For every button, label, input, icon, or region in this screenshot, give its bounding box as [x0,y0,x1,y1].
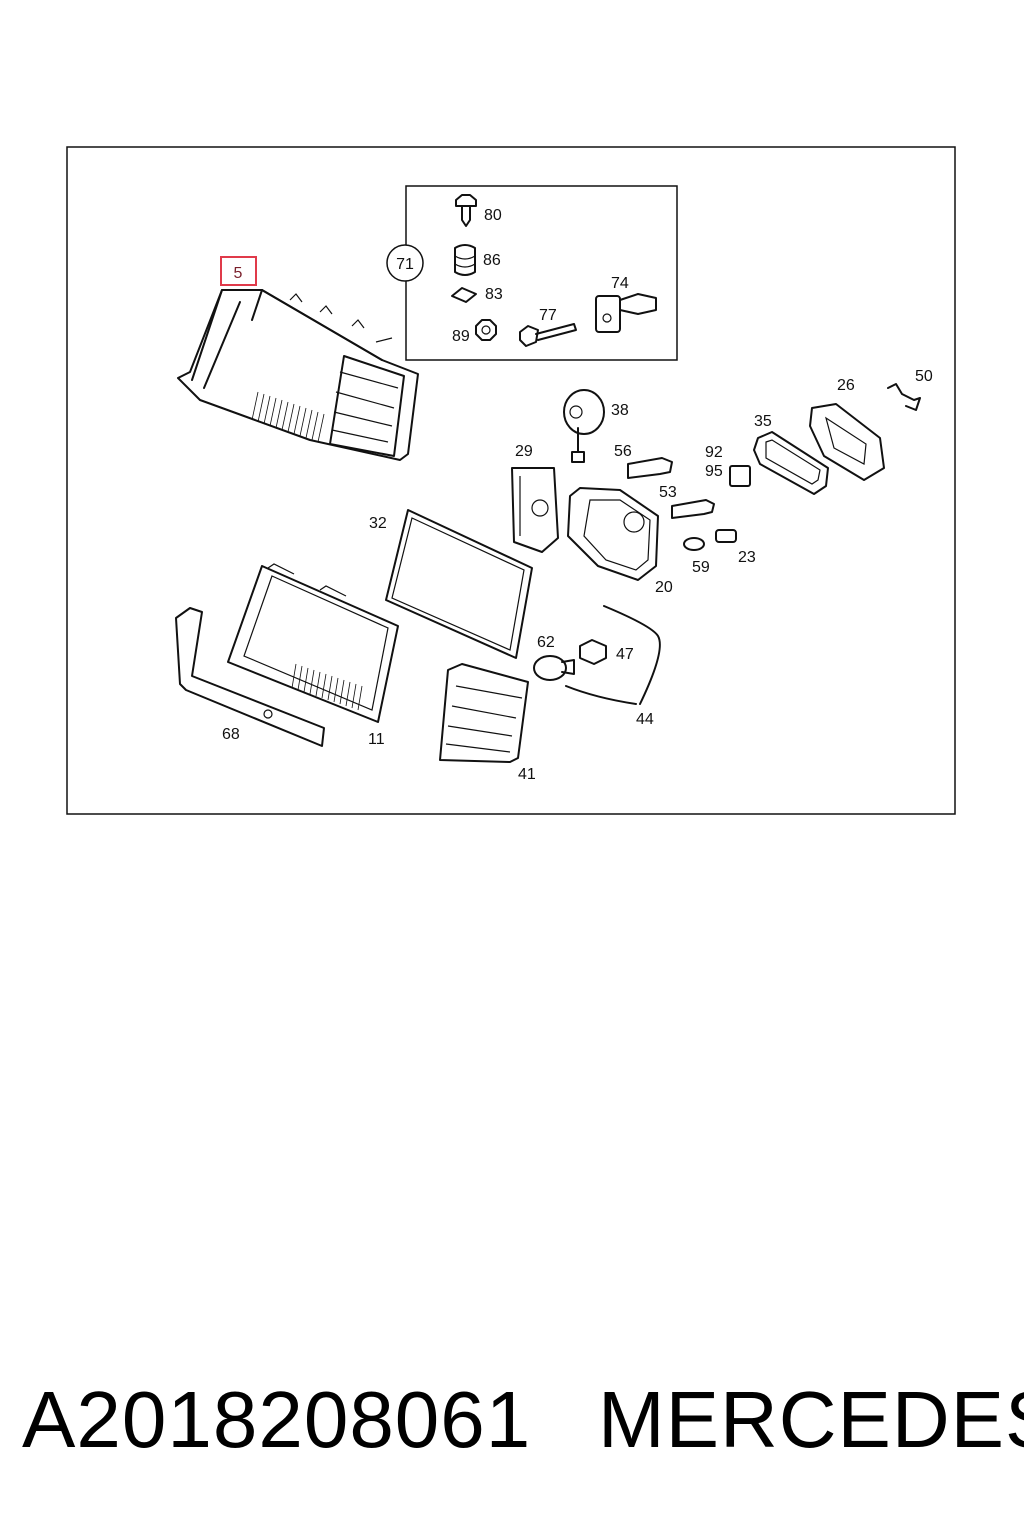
callout-29[interactable]: 29 [515,443,533,460]
callout-62[interactable]: 62 [537,634,555,651]
callout-59[interactable]: 59 [692,559,710,576]
exploded-parts-diagram: 71 [66,146,956,815]
callout-35[interactable]: 35 [754,413,772,430]
bracket-74-drawing [595,293,657,333]
callout-77[interactable]: 77 [539,307,557,324]
product-footer: A2018208061 MERCEDES [0,1370,1024,1470]
bulb-59-drawing [683,537,705,551]
callout-11[interactable]: 11 [368,731,385,748]
signal-lens-41-drawing [439,663,529,763]
screw-80-drawing [455,194,477,227]
fog-light-26-drawing [809,403,885,481]
frame-32-drawing [385,509,533,659]
callout-53[interactable]: 53 [659,484,677,501]
callout-80[interactable]: 80 [484,207,502,224]
lens-11-drawing [227,563,399,723]
bulb-23-drawing [715,529,737,543]
bolt-77-drawing [519,323,577,347]
socket-47-drawing [579,639,607,665]
callout-26[interactable]: 26 [837,377,855,394]
callout-89[interactable]: 89 [452,328,470,345]
callout-86[interactable]: 86 [483,252,501,269]
brand-name: MERCEDES [598,1375,1024,1464]
headlamp-assembly-5-drawing [177,289,419,461]
bulb-62-drawing [533,655,575,681]
bulb-38-drawing [563,389,605,463]
nut-86-drawing [454,244,476,276]
callout-83[interactable]: 83 [485,286,503,303]
bulb-53-drawing [671,499,715,519]
callout-50[interactable]: 50 [915,368,933,385]
callout-74[interactable]: 74 [611,275,629,292]
part-number: A2018208061 [22,1375,532,1464]
connector-92-95-drawing [729,465,751,487]
gasket-35-drawing [753,431,829,495]
callout-56[interactable]: 56 [614,443,632,460]
callout-47[interactable]: 47 [616,646,634,663]
callout-32[interactable]: 32 [369,515,387,532]
callout-71[interactable]: 71 [396,256,414,273]
kit-callout-circle [386,244,424,282]
callout-41[interactable]: 41 [518,766,536,783]
seal-44-drawing [565,605,661,705]
nut-89-drawing [475,319,497,341]
clip-83-drawing [451,287,477,303]
callout-23[interactable]: 23 [738,549,756,566]
diagram-svg: 71 [66,146,956,815]
callout-20[interactable]: 20 [655,579,673,596]
trim-strip-68-drawing [175,607,325,747]
callout-68[interactable]: 68 [222,726,240,743]
callout-44[interactable]: 44 [636,711,654,728]
reflector-29-drawing [511,467,559,553]
highlight-box [220,256,257,286]
bulb-56-drawing [627,457,673,479]
kit-box [405,185,678,361]
callout-5-highlighted[interactable]: 5 [234,265,243,282]
diagram-border [66,146,956,815]
reflector-20-drawing [567,487,659,581]
callout-95[interactable]: 95 [705,463,723,480]
clip-50-drawing [887,383,921,411]
callout-92[interactable]: 92 [705,444,723,461]
callout-38[interactable]: 38 [611,402,629,419]
